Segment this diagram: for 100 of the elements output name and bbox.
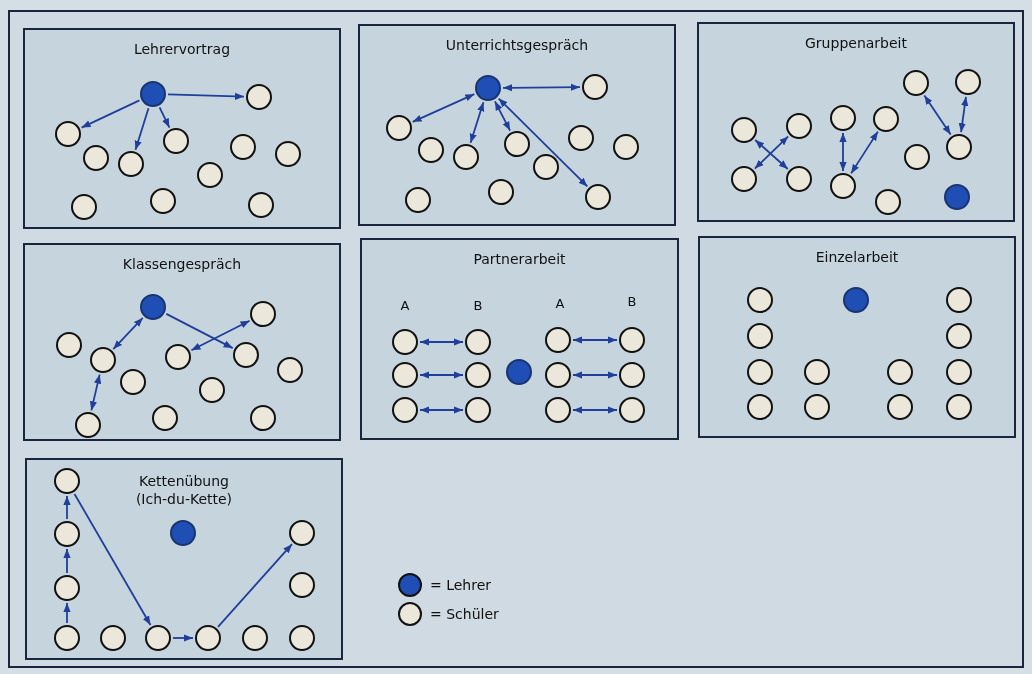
teacher-circle [843,287,869,313]
student-circle [230,134,256,160]
teacher-circle [140,81,166,107]
panel-title: Unterrichtsgespräch [444,36,590,54]
panel-title: Gruppenarbeit [804,34,908,52]
student-circle [289,520,315,546]
double-arrow [839,132,847,172]
teacher-circle [475,75,501,101]
arrow [167,92,245,100]
student-circle [904,144,930,170]
double-arrow [419,371,464,379]
double-arrow [89,373,102,412]
double-arrow [494,100,511,132]
arrow [134,107,150,151]
student-circle [83,145,109,171]
panel-title: Lehrervortrag [132,40,232,58]
panel-box [23,28,341,229]
student-circle [545,327,571,353]
partner-label: B [473,298,483,313]
arrow [63,495,71,520]
student-circle [946,323,972,349]
partner-label: B [627,294,637,309]
student-circle [248,192,274,218]
double-arrow [419,406,464,414]
double-arrow [112,317,144,350]
student-circle [946,287,972,313]
double-arrow [497,97,589,188]
panel-title: Klassengespräch [121,255,243,273]
panel-title: Einzelarbeit [814,248,900,266]
student-circle [747,287,773,313]
student-circle [453,144,479,170]
student-circle [786,113,812,139]
student-circle [392,329,418,355]
student-circle [875,189,901,215]
student-circle [197,162,223,188]
student-circle [195,625,221,651]
panel-box [358,24,676,226]
partner-label: A [555,296,565,311]
student-circle [533,154,559,180]
student-circle [545,362,571,388]
student-circle [887,394,913,420]
student-circle [118,151,144,177]
student-circle [56,332,82,358]
student-circle [488,179,514,205]
student-circle [165,344,191,370]
student-circle [246,84,272,110]
student-circle [747,394,773,420]
double-arrow [958,95,969,134]
student-circle [731,117,757,143]
student-circle [955,69,981,95]
student-circle [619,397,645,423]
student-circle [54,625,80,651]
student-circle [150,188,176,214]
student-circle [163,128,189,154]
arrow [158,106,171,129]
double-arrow [469,101,485,144]
double-arrow [923,94,952,136]
student-circle [233,342,259,368]
arrow [73,493,152,626]
panel-title: Partnerarbeit [472,250,567,268]
student-circle [568,125,594,151]
double-arrow [572,406,618,414]
student-circle [145,625,171,651]
student-circle [277,357,303,383]
student-circle [242,625,268,651]
student-circle [71,194,97,220]
student-circle [418,137,444,163]
panel-box [360,238,679,440]
student-circle [747,359,773,385]
student-circle [54,521,80,547]
arrow [165,313,234,349]
panel-box [697,22,1015,222]
student-circle [75,412,101,438]
legend-label: = Lehrer [430,576,492,593]
student-circle [90,347,116,373]
student-circle [946,394,972,420]
student-circle [619,362,645,388]
panel-box [25,458,343,660]
arrow [63,548,71,574]
double-arrow [572,371,618,379]
student-circle [830,173,856,199]
student-circle [804,394,830,420]
double-arrow [572,336,618,344]
student-circle [250,301,276,327]
double-arrow [419,338,464,346]
legend-label: = Schüler [430,605,499,622]
arrow [217,543,293,628]
student-circle [613,134,639,160]
student-circle [54,468,80,494]
student-circle [887,359,913,385]
panel-title: Kettenübung (Ich-du-Kette) [134,472,234,508]
teacher-circle [506,359,532,385]
double-arrow [411,93,476,123]
student-circle [250,405,276,431]
student-circle [582,74,608,100]
double-arrow [502,83,581,92]
student-circle [465,397,491,423]
student-circle [152,405,178,431]
student-circle [946,359,972,385]
student-circle [585,184,611,210]
